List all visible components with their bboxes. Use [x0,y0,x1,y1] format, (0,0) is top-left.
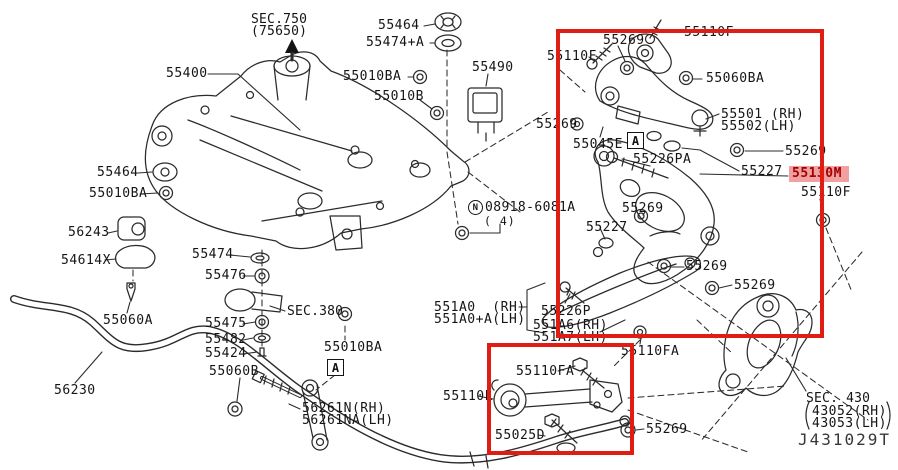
subframe-outline [144,51,470,251]
label-55227-b: 55227 [586,220,628,235]
label-43053: 43053(LH) [812,416,887,431]
label-55476: 55476 [205,268,247,283]
leader-lines [74,23,824,437]
label-43052: 43052(RH) [812,404,887,419]
label-55490: 55490 [472,60,514,75]
label-55464-left: 55464 [97,165,139,180]
label-55110F-top: 55110F [684,25,734,40]
label-55269-f: 55269 [734,278,776,293]
label-55010BA-top: 55010BA [343,69,402,84]
label-diagram-code: J431029T [798,430,892,449]
label-sec750-ref: SEC.750 [251,12,308,27]
ref-marker-a-627: A [627,132,644,149]
stabilizer-bar [10,295,631,469]
label-55269-a: 55269 [603,33,645,48]
label-551A7: 551A7(LH) [533,330,608,345]
label-55045E: 55045E [573,137,623,152]
label-55060B: 55060B [209,364,259,379]
knuckle-ref-parens [805,401,891,430]
label-55474A: 55474+A [366,35,425,50]
label-55060A: 55060A [103,313,153,328]
ref-marker-a-327: A [327,359,344,376]
label-55110F-left: 55110F [547,49,597,64]
label-55227-a: 55227 [741,164,783,179]
shock-mount [467,87,503,142]
label-55269-c: 55269 [785,144,827,159]
label-55110FA-inbox: 55110FA [516,364,575,379]
left-small-parts [114,12,462,417]
adjuster-rod [491,379,623,417]
label-55010B: 55010B [374,89,424,104]
label-55130M: 55130M [789,166,849,182]
label-551A0A: 551A0+A(LH) [434,312,526,327]
hardware-qty: ( 4) [484,214,516,228]
label-551A0: 551A0 (RH) [434,300,526,315]
label-55226PA: 55226PA [633,152,692,167]
label-55475: 55475 [205,316,247,331]
hardware-part-number: 08918-6081A [485,200,576,215]
label-55010BA-bottom: 55010BA [324,340,383,355]
label-55110F-right: 55110F [801,185,851,200]
upper-link [595,33,714,137]
stabilizer-link [251,370,329,451]
label-55110FA-right: 55110FA [621,344,680,359]
label-55400: 55400 [166,66,208,81]
sec750-arrow-icon [285,39,299,62]
label-551A6: 551A6(RH) [533,318,608,333]
label-56230: 56230 [54,383,96,398]
label-56243: 56243 [68,225,110,240]
label-55269-g: 55269 [646,422,688,437]
label-55226P: 55226P [541,304,591,319]
label-55269-e: 55269 [686,259,728,274]
label-55482: 55482 [205,332,247,347]
label-54614X: 54614X [61,253,111,268]
n-symbol-icon: N [468,200,483,215]
label-55269-d: 55269 [622,201,664,216]
label-sec430-ref: SEC. 430 [806,391,871,406]
label-55464-top: 55464 [378,18,420,33]
label-55501: 55501 (RH) [721,107,805,122]
label-56261N: 56261N(RH) [302,401,386,416]
label-sec380-ref: SEC.380 [287,304,344,319]
label-55474: 55474 [192,247,234,262]
label-55424: 55424 [205,346,247,361]
label-55502: 55502(LH) [721,119,796,134]
label-sec750-part: (75650) [251,24,308,39]
label-55110L: 55110L [443,389,493,404]
label-56261NA: 56261NA(LH) [302,413,394,428]
fasteners [454,19,831,454]
label-55269-b: 55269 [536,117,578,132]
label-55060BA: 55060BA [706,71,765,86]
label-55025D: 55025D [495,428,545,443]
label-55010BA-left: 55010BA [89,186,148,201]
